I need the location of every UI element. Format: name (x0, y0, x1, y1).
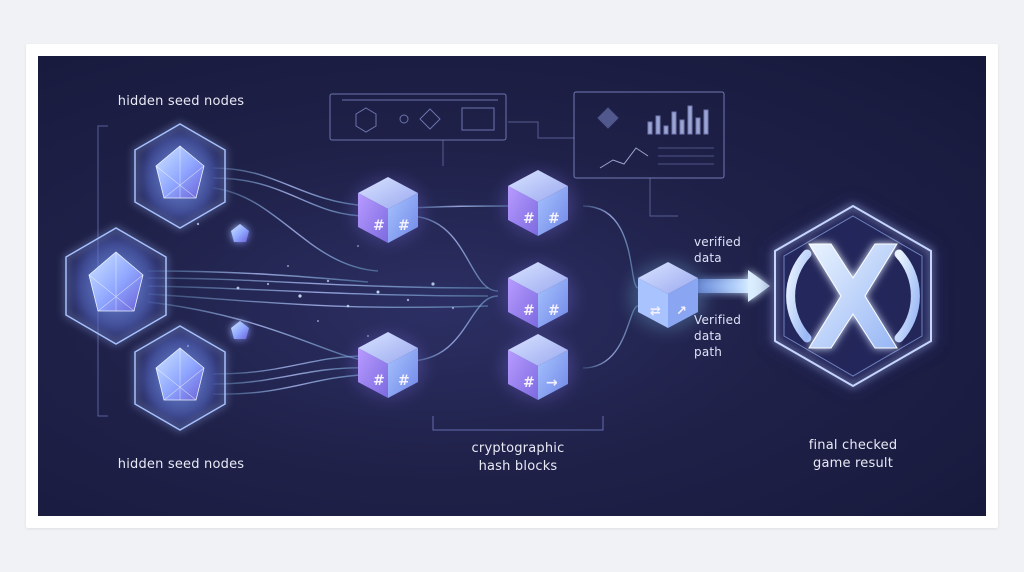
tech-connectors (442, 121, 678, 217)
seed-node-top (134, 123, 226, 229)
verified-path-line-3: path (694, 345, 723, 360)
hash-block-1: # # (352, 177, 424, 243)
result-line-1: final checked (808, 438, 898, 453)
hash-block-3: # # (502, 262, 574, 328)
hash-blocks-line-1: cryptographic (471, 441, 565, 456)
hash-block-2: # # (502, 170, 574, 236)
verified-data-line-2: data (694, 251, 722, 266)
verified-data-line-1: verified (694, 235, 741, 249)
result-arrow (698, 270, 770, 302)
tech-panel-left (329, 93, 507, 141)
seed-label-top: hidden seed nodes (117, 94, 245, 109)
seed-node-bottom (134, 325, 226, 431)
svg-text:#: # (373, 373, 385, 389)
svg-text:#: # (398, 373, 410, 389)
particles (186, 222, 455, 348)
small-gem-1 (231, 224, 249, 242)
svg-text:#: # (523, 303, 535, 319)
flow-diagram: # # # # # # # # (65, 91, 937, 431)
hash-block-4: # # (352, 332, 424, 398)
result-label: final checked game result (783, 437, 923, 472)
hash-block-5: # → (502, 334, 574, 400)
svg-text:#: # (373, 218, 385, 234)
svg-text:↗: ↗ (676, 304, 687, 319)
svg-text:#: # (548, 211, 560, 227)
svg-text:#: # (523, 375, 535, 391)
small-gem-2 (231, 321, 249, 339)
svg-text:→: → (546, 375, 558, 391)
hash-block-6: ⇄ ↗ (630, 262, 706, 330)
verified-path-line-1: Verified (694, 313, 742, 327)
hash-bracket (432, 416, 604, 431)
diagram-panel: # # # # # # # # (38, 56, 986, 516)
seed-label-bottom: hidden seed nodes (117, 457, 245, 472)
verified-data-label: verified data (694, 234, 754, 266)
verified-path-line-2: data (694, 329, 722, 344)
seed-node-middle (65, 227, 167, 345)
hash-blocks-line-2: hash blocks (478, 458, 558, 474)
svg-text:#: # (548, 303, 560, 319)
verified-path-label: Verified data path (694, 312, 754, 361)
tech-panel-right (573, 91, 725, 179)
result-line-2: game result (813, 455, 893, 471)
svg-text:#: # (398, 218, 410, 234)
svg-text:#: # (523, 211, 535, 227)
hash-blocks-label: cryptographic hash blocks (448, 440, 588, 475)
svg-text:⇄: ⇄ (650, 304, 661, 319)
result-node (769, 200, 937, 392)
